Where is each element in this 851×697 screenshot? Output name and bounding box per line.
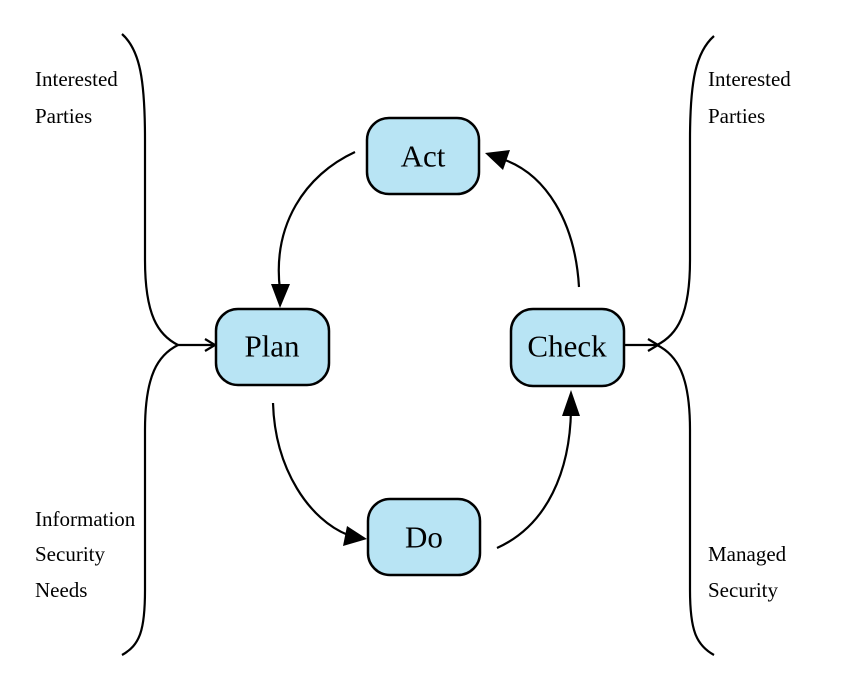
act-to-plan-arrowhead (271, 284, 290, 308)
act-to-plan-arrow (277, 151, 356, 291)
node-act: Act (365, 116, 481, 196)
check-to-act-arrowhead (485, 150, 510, 170)
left-brace (121, 33, 181, 656)
left-top-label-line-1: Interested (35, 67, 118, 91)
left-bottom-label-line-1: Information (35, 507, 136, 531)
do-to-check-arrow (496, 409, 573, 550)
right-top-label-line-2: Parties (708, 104, 765, 128)
left-bottom-label-line-2: Security (35, 542, 105, 566)
node-plan-label: Plan (244, 329, 300, 364)
plan-to-do-arrowhead (343, 526, 367, 546)
right-bottom-label-line-2: Security (708, 578, 778, 602)
right-top-label-line-1: Interested (708, 67, 791, 91)
output-arrow-head (647, 338, 661, 352)
node-act-label: Act (401, 139, 446, 174)
node-check-label: Check (527, 329, 607, 364)
node-plan: Plan (214, 307, 331, 387)
node-check: Check (509, 307, 626, 388)
node-do-label: Do (405, 520, 443, 555)
do-to-check-arrowhead (562, 390, 580, 416)
left-bottom-label-line-3: Needs (35, 578, 87, 602)
left-top-label-line-2: Parties (35, 104, 92, 128)
node-do: Do (366, 497, 482, 577)
plan-to-do-arrow (271, 402, 349, 537)
right-bottom-label-line-1: Managed (708, 542, 787, 566)
right-brace (654, 35, 715, 656)
check-to-act-arrow (504, 158, 581, 288)
